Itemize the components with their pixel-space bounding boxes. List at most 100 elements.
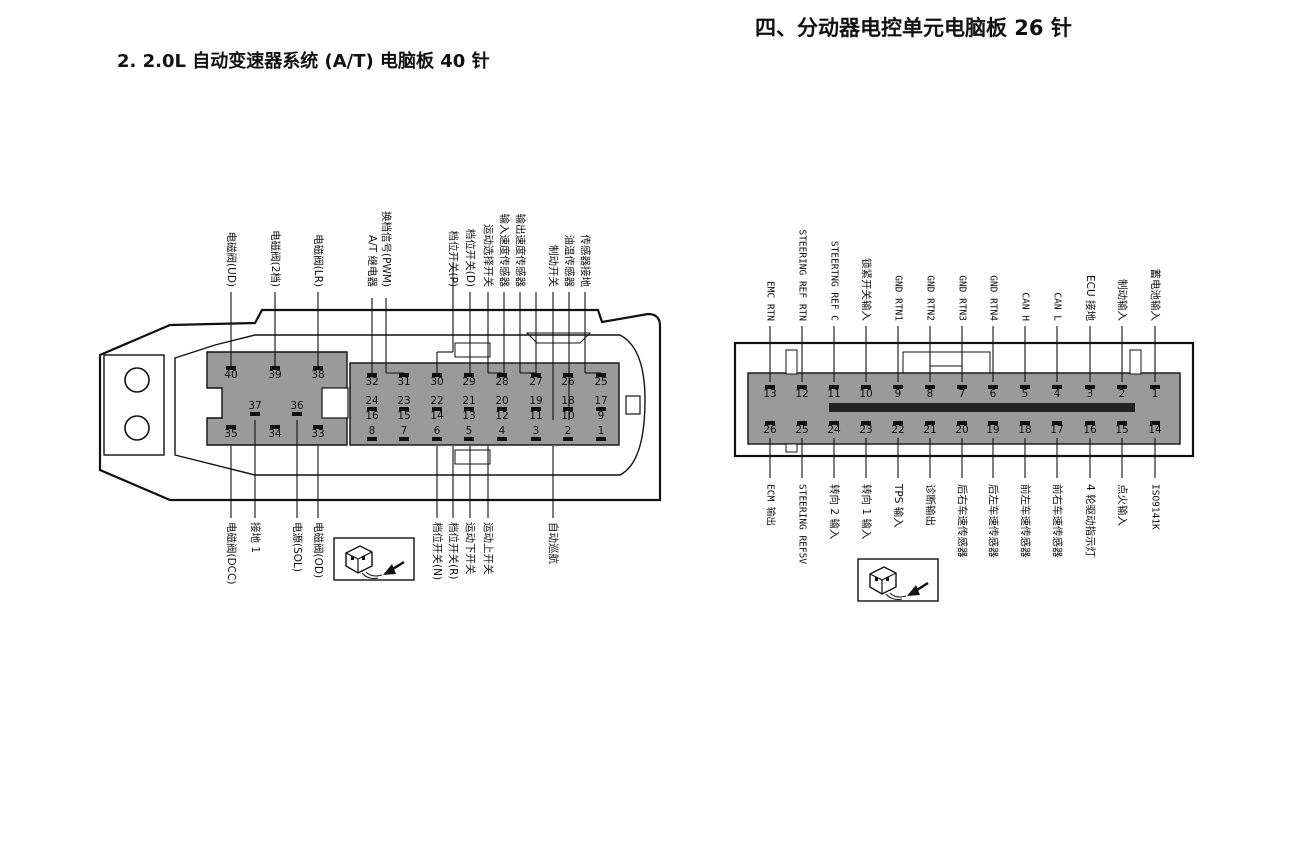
pin-contact: [399, 437, 409, 441]
label-pin-40: 电磁阀(UD): [225, 232, 238, 287]
label-pin-3: 自动巡航: [547, 522, 560, 564]
pin-contact: [367, 407, 377, 411]
label-pin-20: 后右车速传感器: [956, 484, 969, 558]
pin-number: 8: [369, 425, 376, 437]
pin-contact: [596, 373, 606, 377]
connector-40-pin: 2517912618102271911328201242921135302214…: [98, 211, 662, 584]
pin-contact: [432, 437, 442, 441]
label-pin-9: GND RTN1: [893, 275, 904, 321]
pin-number: 26: [763, 424, 777, 436]
pin-number: 19: [529, 395, 542, 407]
pin-number: 22: [430, 395, 443, 407]
label-pin-28: 运动选择开关: [482, 224, 495, 287]
label-pin-4: 运动下开关: [464, 522, 477, 575]
pin-number: 31: [397, 376, 410, 388]
pin-contact: [313, 425, 323, 429]
pin-contact: [925, 421, 935, 425]
pin-number: 2: [1119, 388, 1126, 400]
pin-number: 5: [466, 425, 473, 437]
label-pin-3: ECU 接地: [1084, 275, 1097, 321]
pin-number: 24: [827, 424, 841, 436]
pin-number: 30: [430, 376, 443, 388]
label-pin-11: STEERTNG REF C: [829, 241, 840, 321]
pin-number: 6: [434, 425, 441, 437]
connector-40-leads: [230, 262, 601, 518]
label-pin-19: 制动开关: [547, 245, 560, 287]
pin-number: 10: [561, 410, 574, 422]
plug-view-icon-left: [333, 537, 415, 581]
pin-contact: [797, 421, 807, 425]
pin-contact: [497, 373, 507, 377]
pin-contact: [1150, 385, 1160, 389]
label-pin-18: 前左车速传感器: [1019, 484, 1032, 558]
pin-number: 24: [365, 395, 379, 407]
pin-number: 32: [365, 376, 378, 388]
label-pin-26: ECM 输出: [765, 484, 777, 526]
label-pin-31: 换档信号(PWM): [380, 211, 393, 287]
label-pin-30: 档位开关(P): [447, 230, 460, 287]
pin-contact: [497, 407, 507, 411]
label-pin-21: 诊断输出: [924, 484, 937, 526]
label-pin-7: GND RTN3: [957, 275, 968, 321]
label-pin-5: 档位开关(R): [447, 522, 460, 580]
key-top: [454, 342, 491, 358]
pin-number: 11: [827, 388, 840, 400]
pin-contact: [531, 407, 541, 411]
pin-contact: [596, 407, 606, 411]
pin-number: 25: [594, 376, 607, 388]
pin-number: 18: [1018, 424, 1031, 436]
pin-number: 40: [224, 369, 237, 381]
pin-contact: [893, 385, 903, 389]
pin-contact: [563, 373, 573, 377]
pin-number: 14: [1148, 424, 1162, 436]
pin-contact: [270, 425, 280, 429]
pin-contact: [497, 437, 507, 441]
page-title-right: 四、分动器电控单元电脑板 26 针: [755, 16, 1072, 40]
pin-contact: [797, 385, 807, 389]
connector-40-pins: 2517912618102271911328201242921135302214…: [224, 366, 608, 441]
pin-contact: [367, 373, 377, 377]
connector-40-inner-housing: [174, 334, 646, 476]
pin-number: 11: [529, 410, 542, 422]
pin-number: 20: [955, 424, 968, 436]
pin-contact: [226, 366, 236, 370]
pin-number: 23: [397, 395, 410, 407]
post-left-top: [785, 349, 798, 375]
pin-contact: [861, 421, 871, 425]
pin-contact: [1020, 385, 1030, 389]
pin-contact: [829, 421, 839, 425]
pin-contact: [1150, 421, 1160, 425]
plug-view-icon-right: [857, 558, 939, 602]
pin-contact: [596, 437, 606, 441]
pin-number: 3: [533, 425, 540, 437]
pin-number: 21: [923, 424, 936, 436]
label-pin-12: STEERING REF RTN: [797, 229, 808, 321]
pin-contact: [1085, 421, 1095, 425]
pin-number: 16: [365, 410, 379, 422]
connector-26-center-key: [829, 403, 1135, 412]
label-pin-38: 电磁阀(LR): [312, 234, 325, 287]
pin-contact: [464, 437, 474, 441]
pin-number: 22: [891, 424, 904, 436]
label-pin-27: 输出速度传感器: [514, 214, 527, 288]
label-pin-6: GND RTN4: [988, 275, 999, 321]
pin-contact: [988, 421, 998, 425]
label-pin-39: 电磁阀(2档): [269, 230, 282, 287]
pin-contact: [464, 373, 474, 377]
pin-number: 2: [565, 425, 572, 437]
pin-contact: [829, 385, 839, 389]
pin-number: 9: [895, 388, 902, 400]
pin-block-right: [349, 362, 620, 446]
pin-number: 21: [462, 395, 475, 407]
latch-hole-lower: [124, 415, 150, 441]
pin-contact: [925, 385, 935, 389]
pin-number: 27: [529, 376, 542, 388]
pin-number: 28: [495, 376, 508, 388]
pin-number: 37: [248, 400, 261, 412]
pin-contact: [1020, 421, 1030, 425]
page-title-left: 2. 2.0L 自动变速器系统 (A/T) 电脑板 40 针: [117, 51, 490, 72]
pin-number: 17: [1050, 424, 1063, 436]
pin-block-left: [206, 351, 348, 446]
